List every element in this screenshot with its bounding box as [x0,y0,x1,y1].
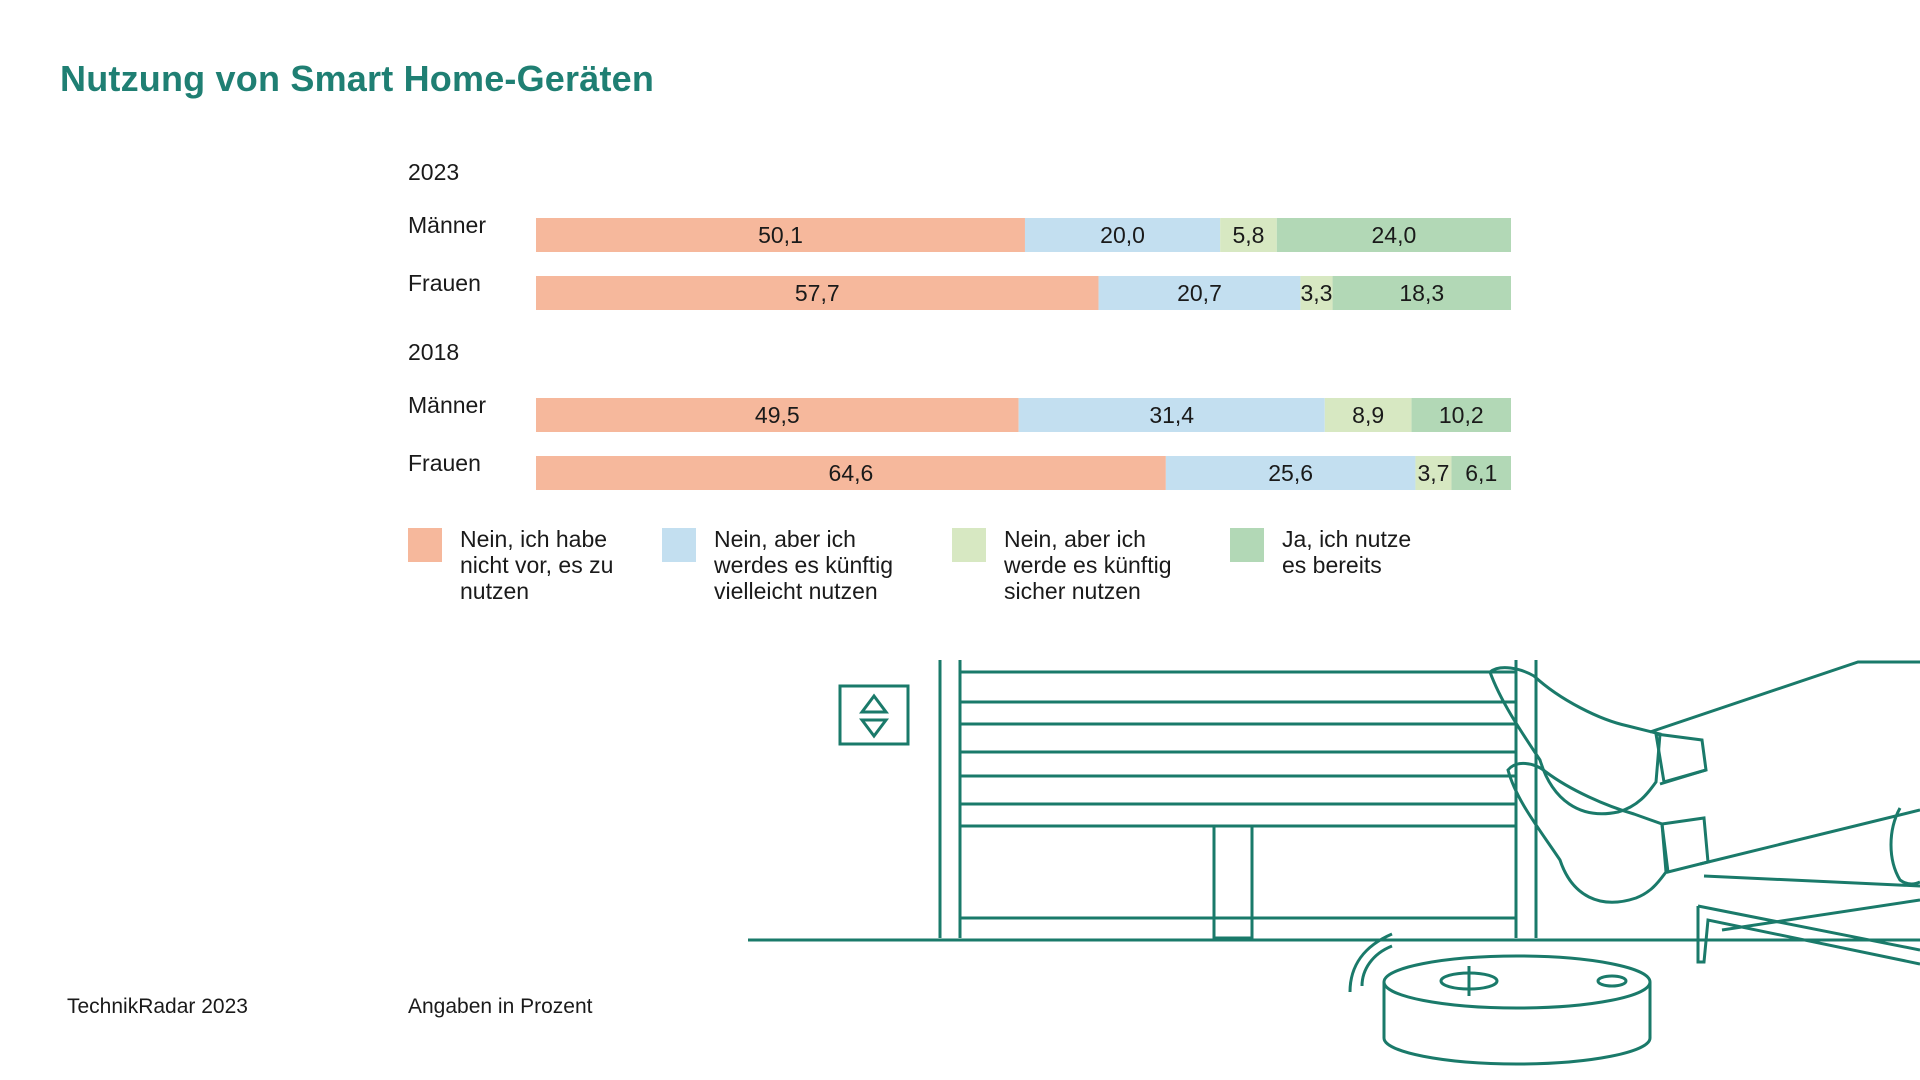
bar-value-label: 64,6 [829,460,874,486]
row-label: Männer [408,212,486,238]
row-label: Frauen [408,270,481,296]
bar-segment [536,276,1099,310]
bar-segment [1411,398,1511,432]
bar-segment [1451,456,1511,490]
bar-value-label: 49,5 [755,402,800,428]
bar-segment [536,398,1019,432]
bar-segment [1024,218,1221,252]
bar-value-label: 31,4 [1149,402,1194,428]
legend-item: Ja, ich nutze es bereits [1230,526,1450,604]
legend-label: Ja, ich nutze es bereits [1282,526,1412,578]
legend-label: Nein, aber ich werde es künftig sicher n… [1004,526,1172,604]
bar-segment [1276,218,1511,252]
sofa-icon [1696,874,1920,966]
bar-segment [1165,456,1416,490]
bar-value-label: 3,7 [1417,460,1449,486]
bar-value-label: 57,7 [795,280,840,306]
bar-value-label: 25,6 [1268,460,1313,486]
bar-value-label: 20,0 [1100,222,1145,248]
legend-swatch [952,528,986,562]
bar-segment [1220,218,1277,252]
bar-value-label: 3,3 [1300,280,1332,306]
bar-segment [1415,456,1452,490]
bar-value-label: 5,8 [1232,222,1264,248]
bar-segment [536,456,1166,490]
row-label: Männer [408,392,486,418]
legend-label: Nein, ich habe nicht vor, es zu nutzen [460,526,614,604]
group-label: 2023 [408,159,459,185]
blind-switch [838,684,910,746]
legend-swatch [1230,528,1264,562]
bar-value-label: 50,1 [758,222,803,248]
group-label: 2018 [408,339,459,365]
legend: Nein, ich habe nicht vor, es zu nutzen N… [408,526,1450,604]
row-label: Frauen [408,450,481,476]
bar-segment [1332,276,1511,310]
bar-segment [1324,398,1412,432]
legs-icon [1488,660,1920,932]
legend-item: Nein, aber ich werdes es künftig viellei… [662,526,952,604]
source-note: TechnikRadar 2023 [67,995,248,1018]
legend-swatch [662,528,696,562]
bar-segment [536,218,1025,252]
bar-value-label: 6,1 [1465,460,1497,486]
bar-value-label: 8,9 [1352,402,1384,428]
legend-label: Nein, aber ich werdes es künftig viellei… [714,526,893,604]
bar-segment [1300,276,1333,310]
bar-segment [1098,276,1301,310]
bar-value-label: 24,0 [1372,222,1417,248]
bar-value-label: 20,7 [1177,280,1222,306]
unit-note: Angaben in Prozent [408,995,593,1018]
legend-item: Nein, aber ich werde es künftig sicher n… [952,526,1230,604]
chart-title: Nutzung von Smart Home-Geräten [60,58,655,99]
bar-value-label: 10,2 [1439,402,1484,428]
window-shutter [938,660,1538,940]
legend-item: Nein, ich habe nicht vor, es zu nutzen [408,526,662,604]
bar-value-label: 18,3 [1399,280,1444,306]
bar-segment [1018,398,1325,432]
legend-swatch [408,528,442,562]
robot-vacuum-icon [1348,932,1652,1066]
